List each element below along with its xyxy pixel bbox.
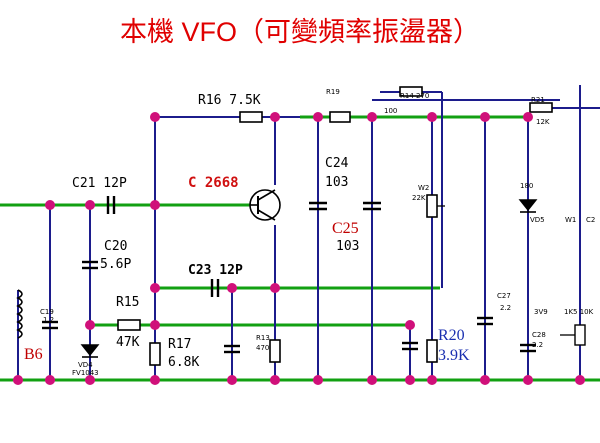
label-w2: W2 (418, 184, 429, 192)
label-c20: C20 (104, 239, 127, 254)
label-c23: C23 12P (188, 263, 243, 278)
label-c28: C28 (532, 331, 546, 339)
label-c25-value: 103 (336, 239, 359, 254)
label-b6: B6 (24, 346, 43, 363)
component-shapes (117, 86, 553, 366)
label-r17-value: 6.8K (168, 355, 199, 370)
label-w1: W1 (565, 216, 576, 224)
label-c25: C25 (332, 220, 359, 237)
label-r21-value: 12K (536, 118, 550, 126)
blue-wires (17, 85, 600, 380)
page-title: 本機 VFO（可變頻率振盪器） (119, 17, 480, 47)
label-r16: R16 7.5K (198, 93, 261, 108)
label-c27-value: 2.2 (500, 304, 511, 312)
label-vd4: VD4 (78, 361, 93, 369)
label-c27: C27 (497, 292, 511, 300)
label-pot: 1K5 10K (564, 308, 594, 316)
label-c19-value: 1.2 (43, 316, 54, 324)
green-wires (0, 115, 600, 382)
label-r13-value: 470 (256, 344, 269, 352)
component-labels: R16 7.5K R19 R14 270 100 R21 12K C21 12P… (24, 88, 595, 377)
label-c19: C19 (40, 308, 54, 316)
label-r20: R20 (438, 327, 465, 344)
label-v3: 3V9 (534, 308, 548, 316)
junction-nodes (13, 112, 585, 385)
label-c2: C2 (586, 216, 595, 224)
label-c28-value: 2.2 (532, 341, 543, 349)
label-r15-value: 47K (116, 335, 140, 350)
label-d180: 180 (520, 182, 533, 190)
capacitor-plates (16, 189, 586, 358)
label-vd4-part: FV1043 (72, 369, 99, 377)
label-c20-value: 5.6P (100, 257, 131, 272)
label-r20-value: 3.9K (438, 347, 470, 364)
label-r14-value: 100 (384, 107, 397, 115)
label-r15: R15 (116, 295, 139, 310)
label-c21: C21 12P (72, 176, 127, 191)
label-r19: R19 (326, 88, 340, 96)
label-r21: R21 (531, 96, 545, 104)
label-c24-value: 103 (325, 175, 348, 190)
label-r14: R14 270 (400, 92, 429, 100)
label-r13: R13 (256, 334, 270, 342)
label-vd5: VD5 (530, 216, 545, 224)
label-w2-value: 22K (412, 194, 426, 202)
label-r17: R17 (168, 337, 191, 352)
label-c24: C24 (325, 156, 349, 171)
label-transistor: C 2668 (188, 175, 239, 191)
